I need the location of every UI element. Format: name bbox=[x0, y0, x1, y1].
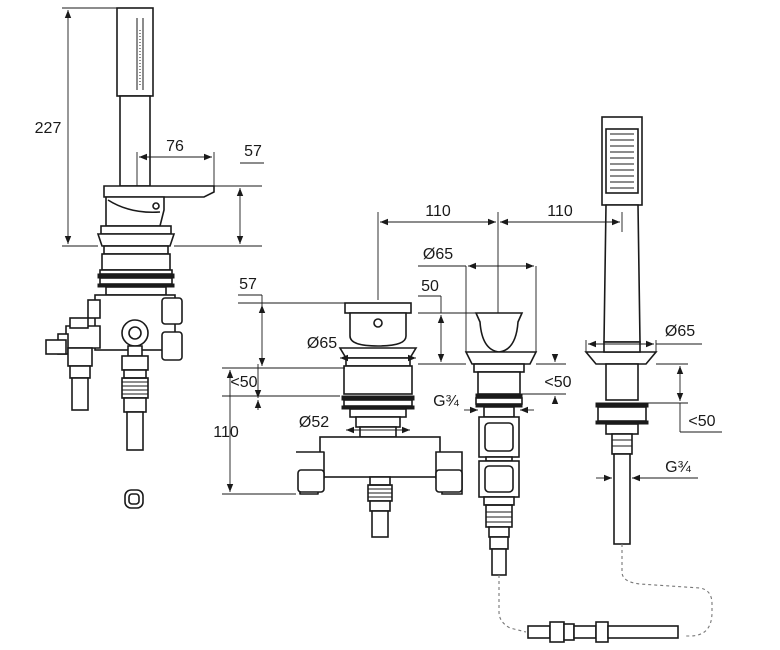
dimension-g34-shower: G¾ bbox=[596, 459, 698, 482]
dimension-lt50-valve2: <50 bbox=[522, 354, 572, 404]
side-view-spout-assembly bbox=[45, 7, 215, 509]
dimension-g34-valve2: G¾ bbox=[433, 393, 534, 414]
dimension-lt50-shower: <50 bbox=[648, 363, 722, 433]
dim-label-d65-valve1: Ø65 bbox=[307, 335, 337, 352]
dim-label-d52: Ø52 bbox=[299, 414, 329, 431]
dimension-227: 227 bbox=[35, 7, 117, 247]
dimension-diameter-52: Ø52 bbox=[299, 414, 410, 434]
dimension-57-mid: 57 bbox=[238, 276, 345, 369]
dim-label-57-mid: 57 bbox=[239, 276, 257, 293]
dimension-lt50-valve1: <50 bbox=[222, 364, 340, 410]
dim-label-lt50-valve1: <50 bbox=[230, 374, 257, 391]
dim-label-g34-valve2: G¾ bbox=[433, 393, 459, 410]
dim-label-57-top: 57 bbox=[244, 143, 262, 160]
dim-label-d65-shower: Ø65 bbox=[665, 323, 695, 340]
dimension-diameter-65-shower: Ø65 bbox=[585, 323, 702, 352]
dimension-50-valve2: 50 bbox=[418, 278, 476, 365]
dimension-diameter-65-valve2: Ø65 bbox=[418, 246, 537, 352]
dim-label-227: 227 bbox=[35, 120, 62, 137]
dim-label-110-right: 110 bbox=[547, 203, 573, 220]
dim-label-lt50-valve2: <50 bbox=[544, 374, 571, 391]
hand-shower-assembly bbox=[584, 116, 658, 545]
dimension-57-top: 57 bbox=[174, 143, 264, 247]
diverter-valve-assembly bbox=[464, 312, 538, 576]
dim-label-76: 76 bbox=[166, 138, 184, 155]
dimension-diameter-65-valve1: Ø65 bbox=[307, 335, 416, 362]
dim-label-50-valve2: 50 bbox=[421, 278, 439, 295]
dim-label-g34-shower: G¾ bbox=[665, 459, 691, 476]
dim-label-110-height: 110 bbox=[213, 424, 239, 441]
dim-label-110-left: 110 bbox=[425, 203, 451, 220]
dimension-76: 76 bbox=[136, 138, 215, 186]
dim-label-d65-valve2: Ø65 bbox=[423, 246, 453, 263]
dim-label-lt50-shower: <50 bbox=[688, 413, 715, 430]
mixer-valve-assembly bbox=[296, 302, 463, 538]
dimension-110-left: 110 bbox=[377, 203, 496, 300]
dimension-110-height: 110 bbox=[213, 367, 340, 495]
hose-and-connector bbox=[498, 544, 713, 643]
dimension-110-right: 110 bbox=[497, 203, 623, 313]
